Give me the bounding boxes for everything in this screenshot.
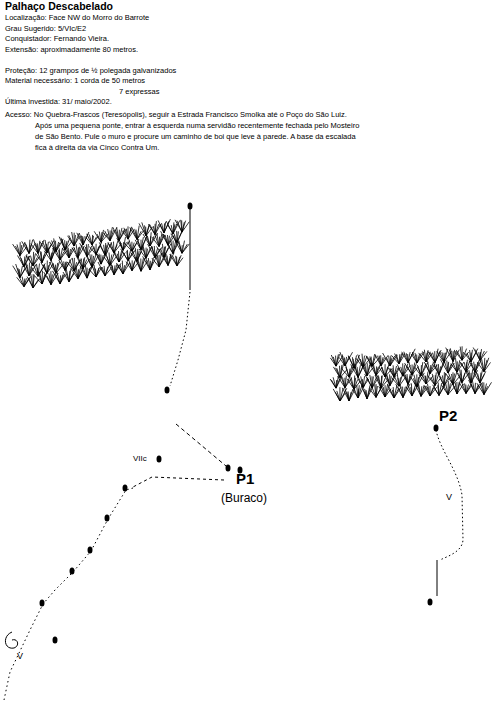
info-line: Extensão: aproximadamente 80 metros. — [5, 45, 138, 54]
info-line: Conquistador: Fernando Vieira. — [5, 34, 109, 43]
belay-label: P2 — [439, 407, 457, 425]
route-lines — [4, 208, 463, 700]
info-line: Grau Sugerido: 5/VIc/E2 — [5, 24, 86, 33]
info-line: 7 expressas — [119, 87, 159, 96]
info-line: Última investida: 31/ maio/2002. — [5, 97, 112, 106]
grade-label: V — [446, 492, 452, 503]
info-line: Proteção: 12 grampos de ½ polegada galva… — [5, 66, 176, 75]
belay-label: P1 — [236, 470, 254, 488]
belay-note: (Buraco) — [221, 491, 267, 505]
start-spiral — [5, 632, 17, 648]
bolts — [40, 203, 439, 644]
grade-label: VIIc — [133, 454, 147, 464]
grade-label: V — [17, 651, 23, 662]
access-text: Acesso: No Quebra-Frascos (Teresópolis),… — [5, 109, 365, 153]
vegetation — [13, 219, 492, 401]
route-title: Palhaço Descabelado — [5, 0, 113, 13]
info-line: Material necessário: 1 corda de 50 metro… — [5, 76, 145, 85]
info-line: Localização: Face NW do Morro do Barrote — [5, 13, 149, 22]
